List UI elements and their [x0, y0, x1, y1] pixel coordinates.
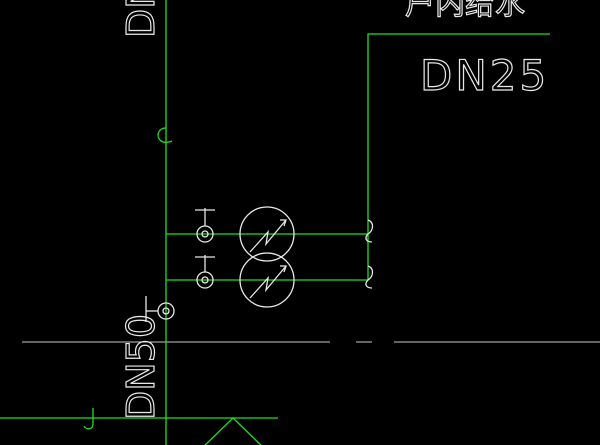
partial-title-text: 户内给水 — [405, 0, 525, 22]
valve-lower-icon — [195, 255, 215, 289]
bottom-triangle-shape — [204, 417, 262, 445]
main-pipe-label-upper: DN — [119, 0, 163, 38]
branch-pipe-label: DN25 — [420, 51, 549, 100]
reference-gap-right — [372, 340, 394, 344]
water-meter-lower-icon — [239, 252, 295, 308]
connector-bend-upper — [365, 219, 374, 243]
riser-valve-icon — [145, 296, 175, 322]
reference-gap-left — [330, 340, 356, 344]
water-meter-upper-icon — [239, 206, 295, 262]
valve-upper-icon — [195, 208, 215, 243]
branch-pipe-dn25 — [367, 33, 550, 280]
main-pipe-label-lower: DN50 — [119, 314, 163, 420]
connector-bend-lower — [365, 265, 374, 289]
riser-break-mark — [157, 127, 173, 144]
lower-hook-icon — [83, 408, 94, 430]
